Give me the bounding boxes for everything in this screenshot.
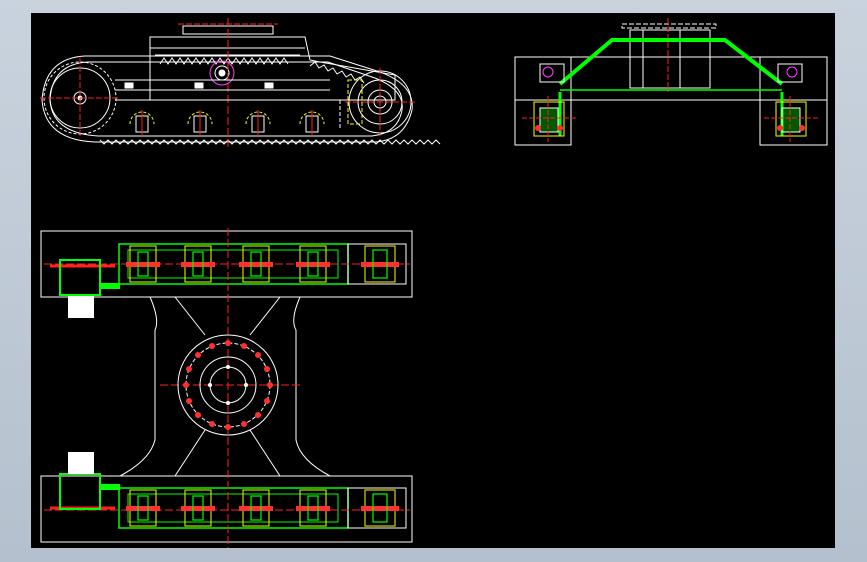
cad-model-viewport[interactable] <box>31 13 835 548</box>
side-track-belt <box>41 55 413 143</box>
top-view-center-frame <box>119 228 331 548</box>
end-top-plate <box>621 23 717 29</box>
end-left-bogie <box>522 63 578 142</box>
side-slewing-gear <box>209 18 235 148</box>
top-view-lower-track <box>40 452 413 543</box>
slewing-ring-bolts <box>183 340 273 430</box>
top-view <box>40 228 413 548</box>
side-track-rollers <box>129 110 325 136</box>
side-drive-sprocket <box>40 58 120 138</box>
top-view-slewing-ring <box>177 334 279 436</box>
end-frame-top <box>514 56 828 101</box>
side-idler-wheel <box>345 68 415 136</box>
end-bridge-beam <box>558 38 784 86</box>
side-body <box>149 36 396 101</box>
top-view-upper-track <box>40 230 413 318</box>
end-view <box>514 18 828 146</box>
end-center-body <box>629 29 711 89</box>
crawler-undercarriage-drawing <box>40 18 828 548</box>
side-view <box>40 18 441 148</box>
end-right-bogie <box>764 63 820 142</box>
